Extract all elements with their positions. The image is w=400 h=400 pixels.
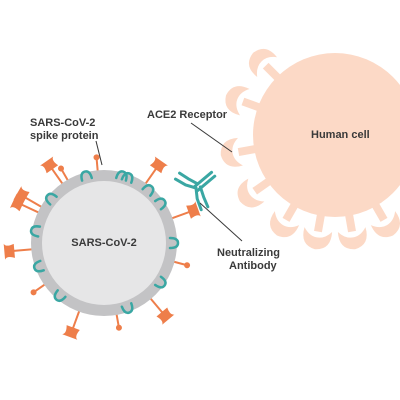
spike-protein: [40, 156, 65, 187]
spike-protein: [143, 156, 168, 187]
membrane-protein: [120, 171, 134, 184]
ace2-receptor: [370, 200, 400, 238]
spike-protein: [13, 186, 44, 209]
ace2-receptor: [337, 211, 367, 250]
human-cell-label: Human cell: [311, 129, 370, 141]
antibody-arm-lower: [194, 186, 203, 212]
spike-protein: [169, 201, 201, 220]
antibody-label-line1: Neutralizing: [217, 247, 280, 259]
membrane-protein: [153, 197, 167, 211]
antibody-arm-upper-outer: [178, 171, 200, 186]
human-cell-body: [253, 53, 400, 217]
membrane-protein: [32, 259, 45, 273]
virus-label: SARS-CoV-2: [71, 237, 136, 249]
ace2-receptor: [220, 137, 259, 167]
ace2-label-leader: [190, 122, 233, 153]
virus: [3, 154, 201, 340]
spike-protein: [62, 308, 81, 340]
ace2-receptor: [303, 211, 333, 250]
membrane-protein: [141, 183, 155, 197]
ace2-label: ACE2 Receptor: [147, 109, 228, 121]
antibody-stem: [193, 170, 217, 192]
membrane-protein: [168, 236, 180, 250]
spike-protein: [148, 295, 175, 325]
membrane-protein: [53, 289, 67, 303]
membrane-protein: [29, 225, 42, 238]
spike-label-line1: SARS-CoV-2: [30, 117, 95, 129]
membrane-protein: [153, 275, 167, 289]
membrane-protein: [115, 170, 128, 182]
antibody-arm-upper: [173, 177, 198, 190]
ace2-receptor: [237, 176, 274, 208]
virus-core: [42, 181, 166, 305]
spike-label-leader: [95, 140, 103, 166]
spike-label-line2: spike protein: [30, 130, 99, 142]
human-cell: [220, 48, 400, 250]
ace2-receptor: [270, 200, 300, 238]
antibody-label-leader: [199, 202, 243, 242]
ace2-receptor: [225, 86, 264, 116]
antibody-label-line2: Antibody: [229, 260, 278, 272]
neutralizing-antibody: [173, 170, 217, 212]
spike-protein: [3, 243, 35, 260]
antibody-arm-lower-outer: [198, 185, 210, 209]
